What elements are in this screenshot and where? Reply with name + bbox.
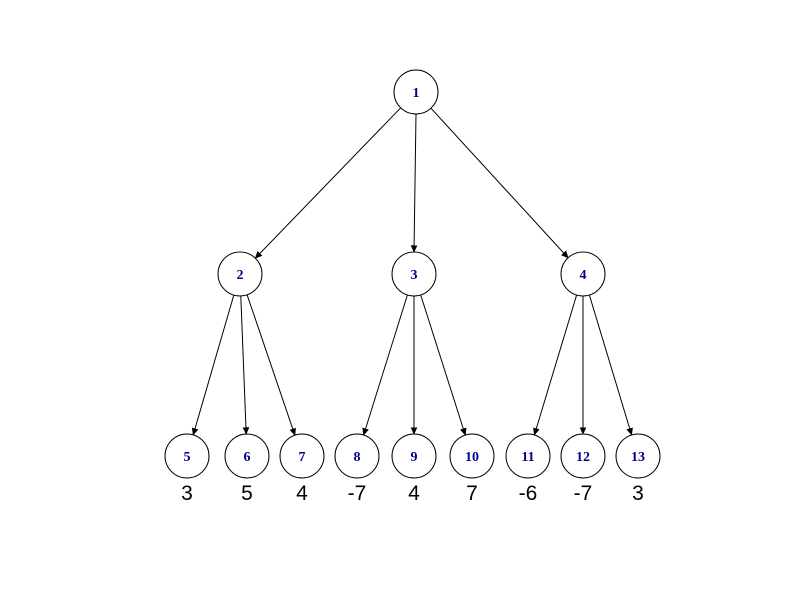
node-2: 2 xyxy=(217,251,263,297)
node-7-label: 7 xyxy=(299,450,306,465)
node-4-circle xyxy=(560,251,606,297)
node-3-circle xyxy=(391,251,437,297)
node-3-label: 3 xyxy=(411,268,418,283)
edge-3-8 xyxy=(362,294,408,436)
edge-2-6 xyxy=(240,295,250,435)
leaf-value-10: 7 xyxy=(466,482,478,505)
node-12-label: 12 xyxy=(576,450,590,465)
edge-4-13 xyxy=(588,294,633,436)
node-1-label: 1 xyxy=(413,86,420,101)
node-6: 6 xyxy=(224,433,270,479)
node-5-circle xyxy=(164,433,210,479)
node-13-label: 13 xyxy=(631,450,645,465)
node-10-label: 10 xyxy=(465,450,479,465)
leaf-value-5: 3 xyxy=(181,482,193,505)
node-9-circle xyxy=(391,433,437,479)
node-8-label: 8 xyxy=(354,450,361,465)
node-1-circle xyxy=(393,69,439,115)
node-2-label: 2 xyxy=(237,268,244,283)
leaf-value-9: 4 xyxy=(408,482,420,505)
edge-2-7 xyxy=(246,294,296,436)
node-12-circle xyxy=(560,433,606,479)
edge-1-3 xyxy=(410,113,418,253)
edge-3-10 xyxy=(420,294,467,436)
node-13-circle xyxy=(615,433,661,479)
node-11-circle xyxy=(505,433,551,479)
edge-2-5 xyxy=(191,294,235,436)
node-5: 5 xyxy=(164,433,210,479)
leaf-value-7: 4 xyxy=(296,482,308,505)
leaf-value-6: 5 xyxy=(241,482,253,505)
node-6-circle xyxy=(224,433,270,479)
tree-nodes: 1 2 3 4 5 6 7 xyxy=(164,69,661,479)
node-12: 12 xyxy=(560,433,606,479)
edge-1-4 xyxy=(430,107,569,259)
node-9: 9 xyxy=(391,433,437,479)
node-10: 10 xyxy=(449,433,495,479)
node-10-circle xyxy=(449,433,495,479)
node-11: 11 xyxy=(505,433,551,479)
leaf-value-11: -6 xyxy=(519,482,538,505)
node-1: 1 xyxy=(393,69,439,115)
node-7-circle xyxy=(279,433,325,479)
node-4: 4 xyxy=(560,251,606,297)
leaf-value-12: -7 xyxy=(574,482,593,505)
node-13: 13 xyxy=(615,433,661,479)
leaf-value-13: 3 xyxy=(632,482,644,505)
leaf-values: 3 5 4 -7 4 7 -6 -7 3 xyxy=(181,482,644,505)
node-11-label: 11 xyxy=(521,450,534,465)
node-2-circle xyxy=(217,251,263,297)
node-3: 3 xyxy=(391,251,437,297)
leaf-value-8: -7 xyxy=(348,482,367,505)
node-4-label: 4 xyxy=(580,268,587,283)
edge-4-11 xyxy=(533,294,578,436)
node-7: 7 xyxy=(279,433,325,479)
node-5-label: 5 xyxy=(184,450,191,465)
tree-edges xyxy=(191,107,633,436)
node-9-label: 9 xyxy=(411,450,418,465)
node-8-circle xyxy=(334,433,380,479)
edge-1-2 xyxy=(254,107,402,259)
node-6-label: 6 xyxy=(244,450,251,465)
node-8: 8 xyxy=(334,433,380,479)
